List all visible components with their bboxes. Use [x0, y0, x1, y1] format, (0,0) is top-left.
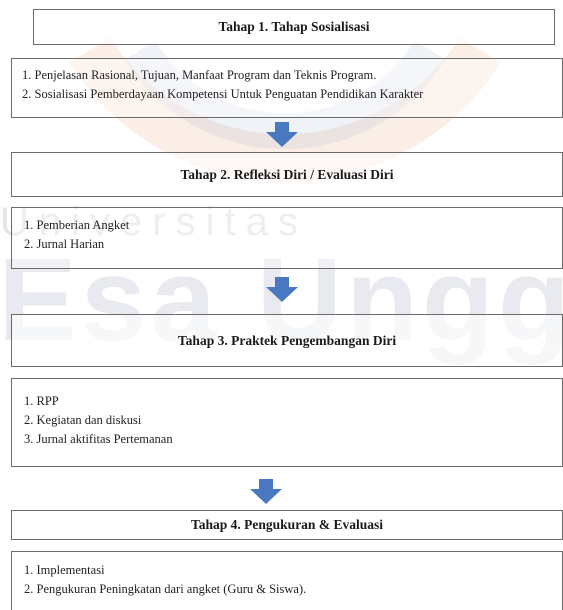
down-arrow-icon: [266, 122, 298, 147]
stage-3-title: Tahap 3. Praktek Pengembangan Diri: [177, 332, 397, 348]
list-item: 1. Penjelasan Rasional, Tujuan, Manfaat …: [22, 68, 377, 82]
list-item: 1. RPP: [24, 394, 59, 408]
stage-2-header: Tahap 2. Refleksi Diri / Evaluasi Diri: [11, 152, 563, 197]
list-item: 2. Sosialisasi Pemberdayaan Kompetensi U…: [22, 87, 424, 101]
list-item: 2. Jurnal Harian: [24, 237, 105, 251]
down-arrow-icon: [266, 277, 298, 302]
stage-4-header: Tahap 4. Pengukuran & Evaluasi: [11, 510, 563, 540]
stage-1-title: Tahap 1. Tahap Sosialisasi: [218, 19, 370, 34]
stage-2-list: 1. Pemberian Angket 2. Jurnal Harian: [11, 207, 563, 269]
list-item: 2. Pengukuran Peningkatan dari angket (G…: [24, 582, 307, 596]
list-item: 2. Kegiatan dan diskusi: [24, 413, 142, 427]
stage-4-title: Tahap 4. Pengukuran & Evaluasi: [191, 517, 383, 532]
stage-3-header: Tahap 3. Praktek Pengembangan Diri: [11, 314, 563, 367]
stage-1-list: 1. Penjelasan Rasional, Tujuan, Manfaat …: [11, 58, 563, 118]
list-item: 1. Pemberian Angket: [24, 218, 130, 232]
stage-1-header: Tahap 1. Tahap Sosialisasi: [33, 9, 555, 45]
stage-4-list: 1. Implementasi 2. Pengukuran Peningkata…: [11, 551, 563, 610]
list-item: 3. Jurnal aktifitas Pertemanan: [24, 432, 173, 446]
stage-2-title: Tahap 2. Refleksi Diri / Evaluasi Diri: [180, 166, 394, 182]
stage-3-list: 1. RPP 2. Kegiatan dan diskusi 3. Jurnal…: [11, 378, 563, 467]
list-item: 1. Implementasi: [24, 563, 105, 577]
down-arrow-icon: [250, 479, 282, 504]
